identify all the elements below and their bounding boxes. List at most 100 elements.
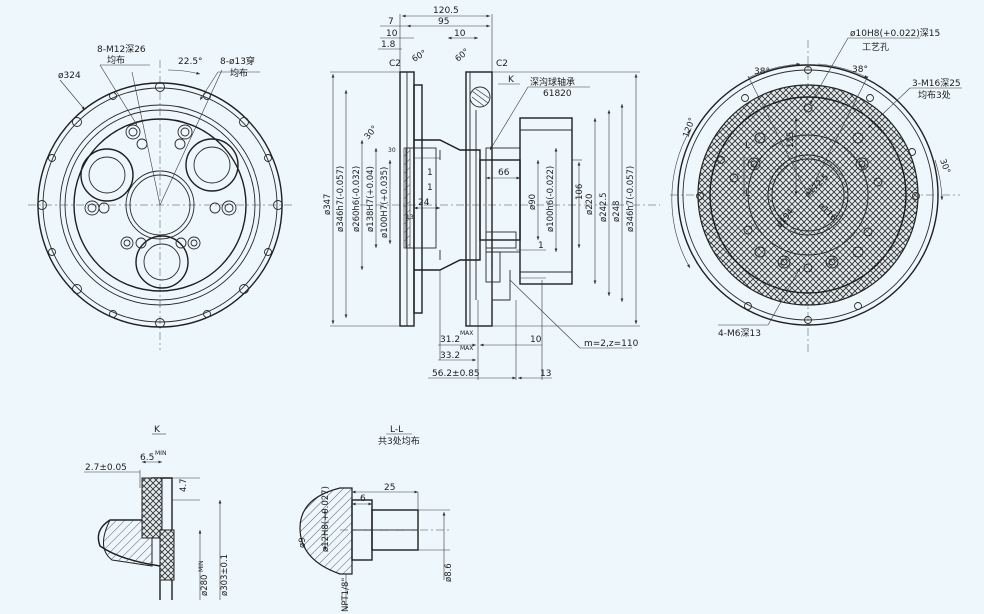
dim-10-bot: 10 bbox=[530, 335, 542, 345]
planet-boss-1 bbox=[80, 148, 134, 202]
ring-step-circle bbox=[64, 109, 256, 301]
dim-2-7: 2.7±0.05 bbox=[85, 463, 127, 473]
d-346: ø346h7(-0.057) bbox=[336, 166, 346, 232]
dim-33-2: 33.2 bbox=[440, 351, 460, 361]
right-rear-view: L L 38° 38° 120° 30° 115 ø10H8(+0.022)深1… bbox=[670, 28, 962, 352]
dim-56-2: 56.2±0.85 bbox=[432, 369, 480, 379]
label-38a: 38° bbox=[754, 67, 770, 77]
bearing-label: 深沟球轴承 bbox=[530, 76, 575, 88]
planet-boss-3 bbox=[135, 235, 189, 289]
label-m6: 4-M6深13 bbox=[718, 328, 761, 339]
label-38b: 38° bbox=[852, 65, 868, 75]
d-260: ø260h6(-0.032) bbox=[352, 166, 362, 232]
dim-10b: 10 bbox=[454, 29, 466, 39]
dim-25: 25 bbox=[384, 483, 395, 493]
label-L-bot: L bbox=[745, 189, 750, 199]
dim-1-8: 1.8 bbox=[381, 40, 396, 50]
label-30: 30° bbox=[937, 158, 952, 176]
d-280: ø280 bbox=[200, 575, 210, 596]
outer-flange-circle bbox=[37, 82, 283, 328]
label-m12: 8-M12深26 bbox=[97, 44, 146, 55]
angle-60-left: 60° bbox=[411, 48, 429, 64]
dim-1a: 1 bbox=[427, 168, 433, 178]
dim-10a: 10 bbox=[386, 29, 398, 39]
d-9: ø9 bbox=[298, 537, 308, 548]
d-242-5: ø242.5 bbox=[599, 192, 609, 222]
label-120: 120° bbox=[681, 116, 697, 139]
angle-30-b: 30 bbox=[388, 147, 396, 154]
label-22-5: 22.5° bbox=[178, 57, 203, 67]
output-hub bbox=[519, 117, 573, 285]
k-marker: K bbox=[508, 75, 515, 85]
c2-right: C2 bbox=[496, 59, 508, 69]
outer-flange-inner-circle bbox=[42, 87, 278, 323]
label-m16-sub: 均布3处 bbox=[918, 89, 951, 101]
center-bore-inner bbox=[129, 174, 191, 236]
dim-1b: 1 bbox=[427, 183, 433, 193]
dim-6-5: 6.5 bbox=[140, 453, 154, 463]
angle-30-a: 30° bbox=[363, 124, 380, 142]
d-138: ø138H7(+0.04) bbox=[366, 166, 376, 232]
right-holes bbox=[696, 66, 920, 324]
gear-label: m=2,z=110 bbox=[584, 339, 639, 349]
label-115: 115 bbox=[786, 132, 796, 148]
label-L-top: L bbox=[745, 141, 750, 151]
d-100H7: ø100H7(+0.035) bbox=[380, 167, 390, 238]
d-12H8: ø12H8(+0.027) bbox=[321, 486, 331, 552]
label-phi10: ø10H8(+0.022)深15 bbox=[850, 28, 940, 39]
inner-ring-boundary bbox=[709, 96, 907, 294]
d-346-r: ø346h7(-0.057) bbox=[626, 166, 636, 232]
d-303: ø303±0.1 bbox=[220, 554, 230, 596]
d-220: ø220 bbox=[585, 194, 595, 215]
bolt-circle-ring bbox=[59, 104, 261, 306]
center-bore bbox=[125, 170, 195, 240]
dim-6: 6 bbox=[360, 494, 366, 504]
detail-k: K 2.7±0.05 6.5 MIN 4.7 ø280 MIN ø303±0.1 bbox=[84, 425, 230, 600]
label-m16: 3-M16深25 bbox=[912, 78, 961, 89]
thread-npt: NPT1/8" bbox=[341, 578, 351, 612]
dim-66: 66 bbox=[498, 168, 510, 178]
max-b: MAX bbox=[460, 345, 473, 352]
bearing-code: 61820 bbox=[543, 89, 572, 99]
through-holes-8 bbox=[37, 82, 283, 328]
detail-k-title: K bbox=[154, 425, 161, 435]
label-phi324: ø324 bbox=[58, 71, 81, 81]
planet-boss-2 bbox=[185, 138, 239, 192]
dim-1c: 1 bbox=[538, 241, 544, 251]
d-100h6: ø100h6(-0.022) bbox=[546, 166, 556, 232]
dim-24: 24 bbox=[418, 198, 430, 208]
dim-13-inner: 13 bbox=[406, 214, 414, 221]
c2-left: C2 bbox=[389, 59, 401, 69]
ring-116-inner bbox=[771, 158, 845, 232]
dim-31-2: 31.2 bbox=[440, 335, 460, 345]
d-248: ø248 bbox=[612, 201, 622, 222]
d-90: ø90 bbox=[528, 194, 538, 210]
min-b: MIN bbox=[198, 561, 205, 572]
detail-l-subtitle: 共3处均布 bbox=[378, 435, 420, 447]
right-outer-circle bbox=[677, 64, 939, 326]
output-flange bbox=[465, 71, 493, 327]
dim-7: 7 bbox=[388, 17, 394, 27]
label-m12-sub: 均布 bbox=[107, 54, 125, 66]
housing-circle bbox=[73, 118, 247, 292]
dim-120-5: 120.5 bbox=[433, 6, 459, 16]
d-347: ø347 bbox=[323, 194, 333, 215]
ring-172-5 bbox=[747, 134, 869, 256]
ring-116 bbox=[767, 154, 849, 236]
dim-106: 106 bbox=[575, 184, 585, 200]
label-process: 工艺孔 bbox=[862, 42, 889, 53]
dim-13-bot: 13 bbox=[540, 369, 551, 379]
flange-step bbox=[413, 84, 423, 314]
detail-l-l: L-L 共3处均布 25 6 ø9 ø12H8(+0.027) ø8.6 NPT… bbox=[298, 425, 454, 612]
min-a: MIN bbox=[155, 450, 166, 457]
right-outer-inner bbox=[682, 69, 934, 321]
section-view: 120.5 95 7 10 1.8 10 C2 C2 60° 60° 30° 3… bbox=[323, 6, 660, 380]
detail-l-title: L-L bbox=[390, 425, 403, 435]
angle-60-right: 60° bbox=[454, 47, 472, 64]
label-phi13-sub: 均布 bbox=[230, 67, 248, 79]
dim-4-7: 4.7 bbox=[179, 478, 189, 492]
d-8-6: ø8.6 bbox=[444, 563, 454, 582]
label-phi13: 8-ø13穿 bbox=[220, 55, 255, 67]
